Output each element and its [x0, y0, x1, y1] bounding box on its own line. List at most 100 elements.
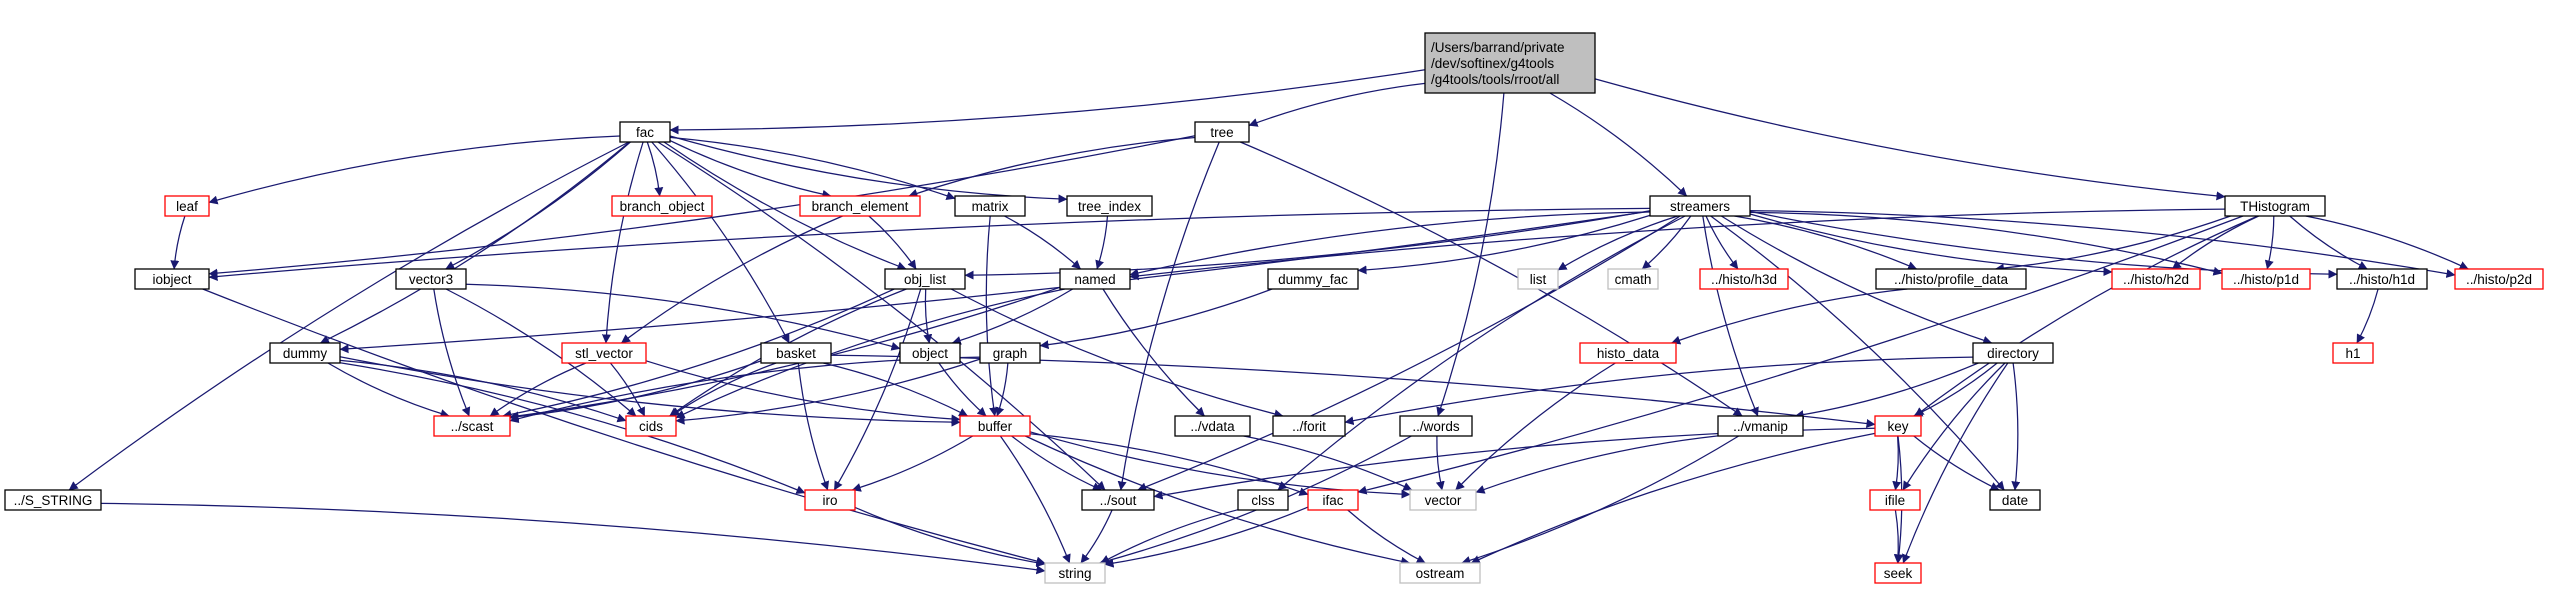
node-h1[interactable]: h1 — [2332, 342, 2374, 364]
edge-streamers-to-profile_data — [1734, 215, 1918, 270]
node-matrix[interactable]: matrix — [954, 195, 1026, 217]
edge-tree-to-iobject — [208, 135, 1196, 278]
edge-buffer-to-iro — [851, 435, 974, 492]
node-label-stl_vector: stl_vector — [575, 346, 633, 361]
edge-stl_vector-to-buffer — [645, 360, 961, 424]
edge-directory-to-key — [1913, 362, 1998, 417]
node-label-s_string: ../S_STRING — [14, 493, 93, 508]
node-clss[interactable]: clss — [1237, 489, 1289, 511]
edge-ifile-to-seek — [1893, 509, 1903, 564]
edge-streamers-to-clss — [1277, 215, 1686, 491]
node-ifac[interactable]: ifac — [1307, 489, 1359, 511]
edge-dummy_fac-to-graph — [1039, 288, 1273, 350]
node-s_string[interactable]: ../S_STRING — [4, 489, 102, 511]
node-stl_vector[interactable]: stl_vector — [561, 342, 647, 364]
node-seek[interactable]: seek — [1874, 562, 1922, 584]
edge-ifac-to-ostream — [1347, 509, 1426, 564]
node-dummy[interactable]: dummy — [269, 342, 341, 364]
node-box-thistogram — [2224, 195, 2326, 217]
edge-h1d-to-h1 — [2356, 288, 2379, 344]
node-vmanip[interactable]: ../vmanip — [1717, 415, 1804, 437]
edge-vdata-to-vector — [1243, 435, 1413, 491]
node-vector3[interactable]: vector3 — [395, 268, 467, 290]
node-label-list: list — [1530, 272, 1547, 287]
edge-buffer-to-sout — [1011, 435, 1102, 491]
node-fac[interactable]: fac — [619, 121, 671, 143]
node-box-profile_data — [1875, 268, 2027, 290]
edge-graph-to-buffer — [995, 362, 1009, 417]
node-tree[interactable]: tree — [1194, 121, 1250, 143]
node-key[interactable]: key — [1874, 415, 1922, 437]
node-label-vector3: vector3 — [409, 272, 453, 287]
edge-streamers-to-p1d — [1749, 211, 2223, 276]
node-thistogram[interactable]: THistogram — [2224, 195, 2326, 217]
node-h3d[interactable]: ../histo/h3d — [1699, 268, 1789, 290]
node-streamers[interactable]: streamers — [1649, 195, 1751, 217]
node-cids[interactable]: cids — [625, 415, 677, 437]
node-scast[interactable]: ../scast — [433, 415, 511, 437]
node-box-h3d — [1699, 268, 1789, 290]
node-words[interactable]: ../words — [1399, 415, 1473, 437]
node-leaf[interactable]: leaf — [164, 195, 210, 217]
node-box-iro — [804, 489, 856, 511]
node-ifile[interactable]: ifile — [1869, 489, 1921, 511]
node-box-cids — [625, 415, 677, 437]
node-label-cids: cids — [639, 419, 663, 434]
node-object[interactable]: object — [899, 342, 961, 364]
node-box-key — [1874, 415, 1922, 437]
node-list[interactable]: list — [1517, 268, 1559, 290]
node-p2d[interactable]: ../histo/p2d — [2454, 268, 2544, 290]
node-iro[interactable]: iro — [804, 489, 856, 511]
node-box-list — [1517, 268, 1559, 290]
node-h2d[interactable]: ../histo/h2d — [2111, 268, 2201, 290]
node-box-streamers — [1649, 195, 1751, 217]
node-rootirall[interactable]: /Users/barrand/private/dev/softinex/g4to… — [1424, 32, 1596, 94]
node-vdata[interactable]: ../vdata — [1174, 415, 1251, 437]
edge-directory-to-seek — [1902, 362, 2009, 564]
node-box-vector3 — [395, 268, 467, 290]
node-label-forit: ../forit — [1292, 419, 1326, 434]
edge-basket-to-iro — [797, 362, 830, 491]
node-histo_data[interactable]: histo_data — [1579, 342, 1677, 364]
node-label-p2d: ../histo/p2d — [2466, 272, 2532, 287]
node-forit[interactable]: ../forit — [1272, 415, 1346, 437]
node-buffer[interactable]: buffer — [959, 415, 1031, 437]
node-box-tree — [1194, 121, 1250, 143]
edge-vmanip-to-vector — [1475, 435, 1719, 494]
node-obj_list[interactable]: obj_list — [884, 268, 966, 290]
node-box-h1 — [2332, 342, 2374, 364]
node-dummy_fac[interactable]: dummy_fac — [1267, 268, 1359, 290]
node-branch_element[interactable]: branch_element — [799, 195, 921, 217]
edge-tree-to-vmanip — [1240, 141, 1743, 417]
node-box-buffer — [959, 415, 1031, 437]
node-label-branch_element: branch_element — [812, 199, 909, 214]
node-p1d[interactable]: ../histo/p1d — [2221, 268, 2311, 290]
node-h1d[interactable]: ../histo/h1d — [2336, 268, 2428, 290]
node-branch_object[interactable]: branch_object — [611, 195, 713, 217]
edge-matrix-to-buffer — [985, 215, 999, 417]
node-directory[interactable]: directory — [1972, 342, 2054, 364]
node-box-ostream — [1399, 562, 1481, 584]
node-label-h1d: ../histo/h1d — [2349, 272, 2415, 287]
node-box-fac — [619, 121, 671, 143]
node-profile_data[interactable]: ../histo/profile_data — [1875, 268, 2027, 290]
node-tree_index[interactable]: tree_index — [1066, 195, 1153, 217]
node-sout[interactable]: ../sout — [1081, 489, 1155, 511]
node-ostream[interactable]: ostream — [1399, 562, 1481, 584]
node-date[interactable]: date — [1989, 489, 2041, 511]
node-cmath[interactable]: cmath — [1607, 268, 1659, 290]
node-vector[interactable]: vector — [1409, 489, 1477, 511]
node-basket[interactable]: basket — [760, 342, 832, 364]
edge-dummy-to-buffer — [339, 356, 961, 427]
node-named[interactable]: named — [1059, 268, 1131, 290]
edge-stl_vector-to-scast — [489, 362, 587, 417]
node-box-s_string — [4, 489, 102, 511]
node-string[interactable]: string — [1044, 562, 1106, 584]
node-label-iro: iro — [822, 493, 837, 508]
edge-iro-to-string — [854, 506, 1046, 568]
node-graph[interactable]: graph — [979, 342, 1041, 364]
node-iobject[interactable]: iobject — [134, 268, 210, 290]
edge-directory-to-ifile — [1902, 362, 2006, 491]
node-label-dummy_fac: dummy_fac — [1278, 272, 1348, 287]
node-label-cmath: cmath — [1615, 272, 1652, 287]
